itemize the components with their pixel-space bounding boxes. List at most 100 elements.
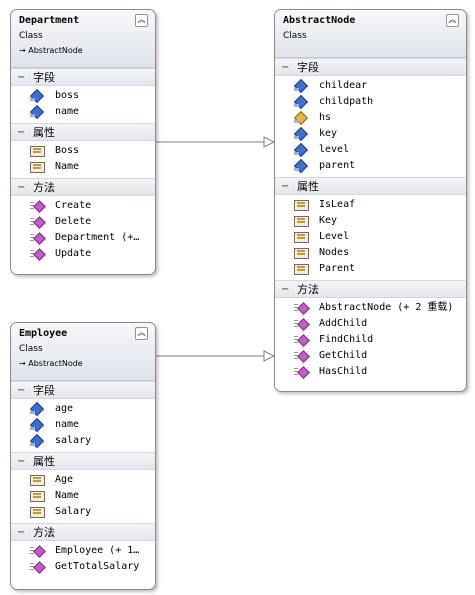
class-box-department[interactable]: Department Class → AbstractNode ︽ −字段 bo… — [10, 9, 156, 275]
member-label: hs — [319, 112, 332, 123]
method-icon — [29, 199, 47, 213]
minus-icon[interactable]: − — [281, 61, 290, 73]
member-label: level — [319, 144, 350, 155]
minus-icon[interactable]: − — [281, 283, 290, 295]
field-icon — [29, 89, 47, 103]
field-item[interactable]: boss — [11, 88, 155, 104]
method-icon — [29, 215, 47, 229]
method-icon — [293, 317, 311, 331]
field-icon — [29, 434, 47, 448]
minus-icon[interactable]: − — [17, 384, 26, 396]
method-icon — [29, 247, 47, 261]
method-item[interactable]: FindChild — [275, 332, 466, 348]
minus-icon[interactable]: − — [17, 455, 26, 467]
method-item[interactable]: AbstractNode (+ 2 重载) — [275, 300, 466, 316]
field-item[interactable]: level — [275, 142, 466, 158]
member-label: Parent — [319, 263, 356, 274]
method-item[interactable]: Department (+… — [11, 230, 155, 246]
class-box-abstractnode[interactable]: AbstractNode Class ︽ −字段 childear childp… — [274, 9, 467, 392]
member-label: FindChild — [319, 334, 374, 345]
section-label: 方法 — [297, 283, 319, 296]
class-box-employee[interactable]: Employee Class → AbstractNode ︽ −字段 age … — [10, 322, 156, 590]
property-list: IsLeaf Key Level Nodes Parent — [275, 195, 466, 280]
member-label: HasChild — [319, 366, 368, 377]
method-icon — [29, 544, 47, 558]
property-item[interactable]: Level — [275, 229, 466, 245]
member-label: childpath — [319, 96, 374, 107]
section-fields[interactable]: −字段 — [11, 68, 155, 86]
field-item[interactable]: parent — [275, 158, 466, 174]
property-icon — [29, 473, 47, 487]
property-item[interactable]: Name — [11, 159, 155, 175]
member-label: Name — [55, 490, 80, 501]
section-methods[interactable]: −方法 — [275, 280, 466, 298]
property-icon — [293, 246, 311, 260]
section-properties[interactable]: −属性 — [275, 177, 466, 195]
member-label: boss — [55, 90, 80, 101]
field-item[interactable]: childpath — [275, 94, 466, 110]
minus-icon[interactable]: − — [281, 180, 290, 192]
section-label: 属性 — [33, 455, 55, 468]
field-item[interactable]: name — [11, 104, 155, 120]
method-item[interactable]: Delete — [11, 214, 155, 230]
property-item[interactable]: Salary — [11, 504, 155, 520]
method-item[interactable]: Employee (+ 1… — [11, 543, 155, 559]
field-item[interactable]: hs — [275, 110, 466, 126]
property-item[interactable]: Age — [11, 472, 155, 488]
property-item[interactable]: Name — [11, 488, 155, 504]
member-label: Key — [319, 215, 338, 226]
field-item[interactable]: name — [11, 417, 155, 433]
property-item[interactable]: Key — [275, 213, 466, 229]
double-chevron-up-icon[interactable]: ︽ — [135, 327, 148, 340]
property-item[interactable]: Nodes — [275, 245, 466, 261]
property-icon — [29, 489, 47, 503]
method-item[interactable]: AddChild — [275, 316, 466, 332]
member-label: IsLeaf — [319, 199, 356, 210]
member-label: Level — [319, 231, 350, 242]
class-header: Department Class → AbstractNode ︽ — [11, 10, 155, 68]
method-list: Create Delete Department (+… Update — [11, 196, 155, 265]
method-item[interactable]: Update — [11, 246, 155, 262]
base-class: → AbstractNode — [19, 46, 83, 55]
class-stereotype: Class — [19, 344, 43, 354]
double-chevron-up-icon[interactable]: ︽ — [446, 14, 459, 27]
class-header: Employee Class → AbstractNode ︽ — [11, 323, 155, 381]
property-icon — [29, 144, 47, 158]
minus-icon[interactable]: − — [17, 71, 26, 83]
field-item[interactable]: key — [275, 126, 466, 142]
section-methods[interactable]: −方法 — [11, 178, 155, 196]
class-name: Department — [19, 15, 80, 26]
class-name: Employee — [19, 328, 68, 339]
property-item[interactable]: Boss — [11, 143, 155, 159]
section-methods[interactable]: −方法 — [11, 523, 155, 541]
field-item[interactable]: age — [11, 401, 155, 417]
field-icon — [293, 127, 311, 141]
minus-icon[interactable]: − — [17, 181, 26, 193]
property-item[interactable]: IsLeaf — [275, 197, 466, 213]
section-fields[interactable]: −字段 — [11, 381, 155, 399]
property-item[interactable]: Parent — [275, 261, 466, 277]
method-list: Employee (+ 1… GetTotalSalary — [11, 541, 155, 578]
section-label: 属性 — [33, 126, 55, 139]
minus-icon[interactable]: − — [17, 126, 26, 138]
method-icon — [293, 349, 311, 363]
field-item[interactable]: childear — [275, 78, 466, 94]
minus-icon[interactable]: − — [17, 526, 26, 538]
method-item[interactable]: GetChild — [275, 348, 466, 364]
member-label: childear — [319, 80, 368, 91]
field-item[interactable]: salary — [11, 433, 155, 449]
class-stereotype: Class — [283, 31, 307, 41]
section-label: 字段 — [297, 61, 319, 74]
method-item[interactable]: HasChild — [275, 364, 466, 380]
double-chevron-up-icon[interactable]: ︽ — [135, 14, 148, 27]
field-icon — [293, 79, 311, 93]
member-label: key — [319, 128, 338, 139]
method-item[interactable]: GetTotalSalary — [11, 559, 155, 575]
section-properties[interactable]: −属性 — [11, 452, 155, 470]
section-properties[interactable]: −属性 — [11, 123, 155, 141]
inheritance-arrowhead-employee — [263, 350, 276, 362]
class-stereotype: Class — [19, 31, 43, 41]
method-item[interactable]: Create — [11, 198, 155, 214]
section-fields[interactable]: −字段 — [275, 58, 466, 76]
